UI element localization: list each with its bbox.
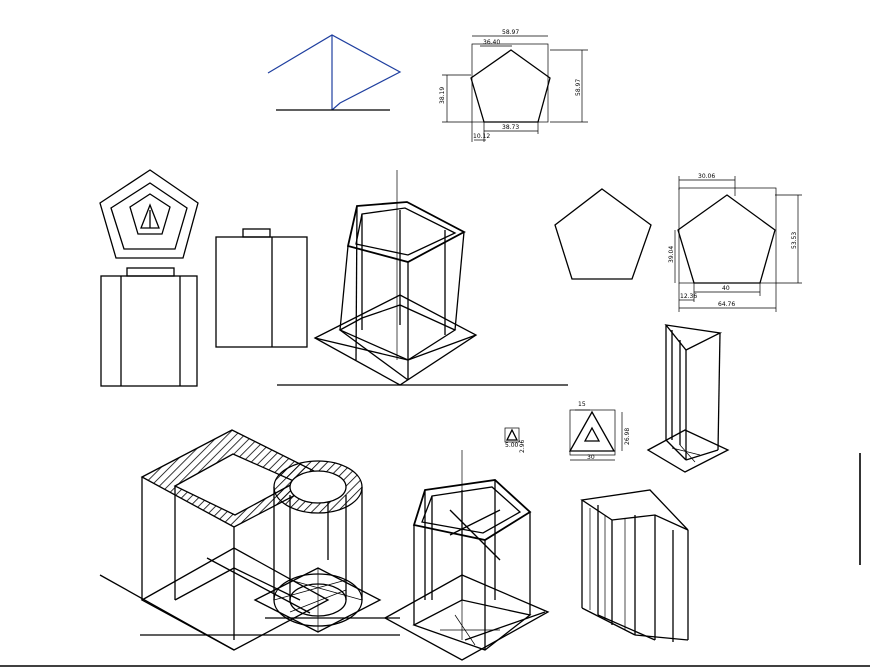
square-frame-prism-isometric — [99, 429, 330, 651]
dim-offset-right: 12.36 — [680, 293, 697, 300]
pentagon-dimensioned-top: 58.97 36.40 38.19 58.97 38.73 10.12 — [439, 29, 588, 142]
dim-triangle-side: 26.98 — [624, 428, 631, 445]
triangle-dimensioned: 15 26.98 30 — [568, 401, 631, 461]
plain-pentagon — [554, 188, 652, 280]
triangular-prism-isometric — [646, 324, 730, 473]
dim-offset: 10.12 — [473, 133, 490, 140]
dim-side-height: 38.19 — [439, 87, 446, 104]
left-elevation-view — [100, 267, 198, 387]
dim-small-a: 5.00 — [505, 442, 519, 449]
rhombus-projection — [267, 34, 402, 111]
dim-overall-height-right: 53.53 — [791, 232, 798, 249]
dim-small-b: 2.96 — [519, 439, 526, 453]
dim-triangle-top: 15 — [578, 401, 586, 408]
folded-panel-prism — [580, 489, 689, 642]
pentagonal-prism-bottom — [383, 450, 550, 661]
small-triangle-detail: 5.00 2.96 — [504, 427, 526, 453]
dim-base-width: 38.73 — [502, 124, 519, 131]
pentagonal-prism-isometric — [313, 170, 478, 386]
dim-inner-width: 36.40 — [483, 39, 500, 46]
pentagon-frame-top-view — [99, 169, 199, 259]
dim-overall-width-right: 64.76 — [718, 301, 735, 308]
dim-top-width: 30.06 — [698, 173, 715, 180]
front-elevation-view — [215, 228, 308, 348]
dim-overall-width: 58.97 — [502, 29, 519, 36]
dim-triangle-bottom: 30 — [587, 454, 595, 461]
dim-side-height-right: 39.04 — [668, 246, 675, 263]
pentagon-dimensioned-right: 30.06 39.04 53.53 40 12.36 64.76 — [668, 173, 802, 312]
dim-base-width-right: 40 — [722, 285, 730, 292]
dim-overall-height: 58.97 — [575, 79, 582, 96]
cylinder-isometric — [140, 460, 400, 636]
